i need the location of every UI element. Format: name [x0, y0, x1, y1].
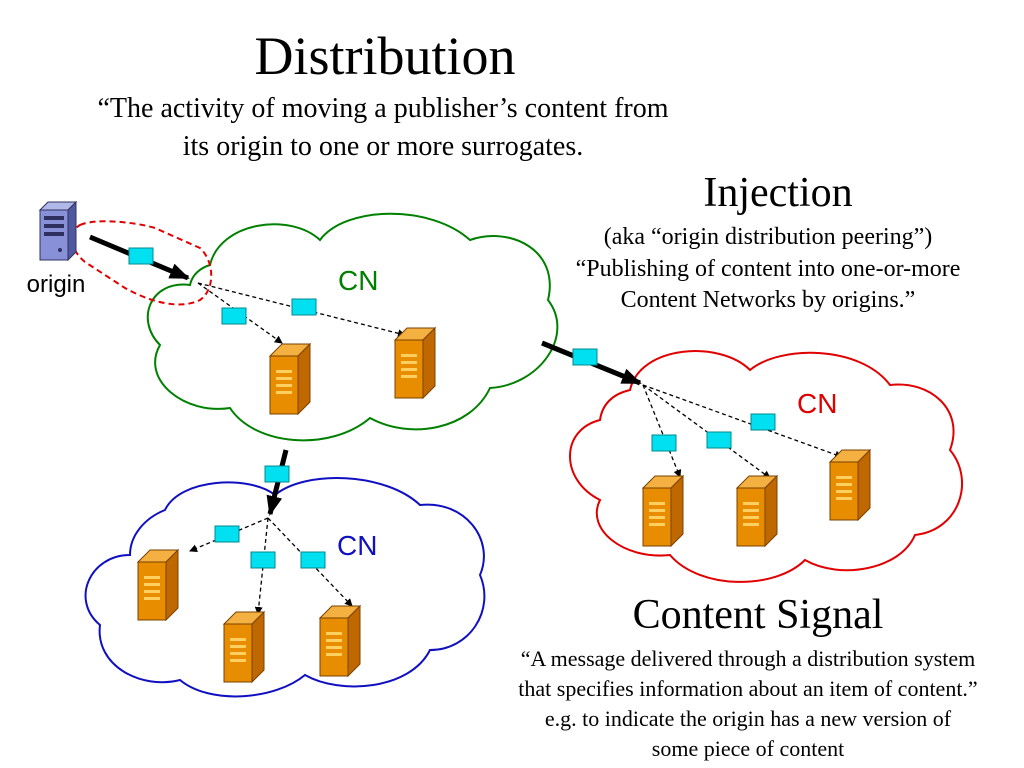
- content-signal-definition-line1: “A message delivered through a distribut…: [521, 646, 976, 671]
- cn-label-blue: CN: [337, 530, 377, 561]
- surrogate-server-icon: [829, 449, 871, 521]
- surrogate-server-icon: [269, 343, 311, 415]
- injection-definition-line2: Content Networks by origins.”: [621, 287, 916, 313]
- surrogate-server-icon: [137, 549, 179, 621]
- content-signal-example-line1: e.g. to indicate the origin has a new ve…: [545, 706, 952, 731]
- signal-packet: [706, 431, 732, 449]
- injection-definition-line1: “Publishing of content into one-or-more: [576, 256, 961, 282]
- content-signal-title: Content Signal: [633, 592, 884, 638]
- distribution-definition-line2: its origin to one or more surrogates.: [183, 131, 583, 162]
- cn-label-red: CN: [797, 388, 837, 419]
- surrogate-server-icon: [319, 605, 361, 677]
- signal-packet: [264, 465, 290, 483]
- signal-packet: [214, 525, 240, 543]
- signal-packet: [250, 551, 276, 569]
- cloud-green: [146, 212, 559, 442]
- arrow-red-surrogate3: [642, 384, 843, 459]
- arrow-red-surrogate1: [642, 384, 682, 478]
- signal-packet: [572, 348, 598, 366]
- cloud-red: [569, 350, 964, 583]
- distribution-title: Distribution: [254, 26, 515, 86]
- surrogate-server-icon: [394, 327, 436, 399]
- origin-label: origin: [27, 271, 86, 298]
- arrow-blue-surrogate3: [267, 517, 353, 607]
- injection-aka: (aka “origin distribution peering”): [604, 224, 933, 250]
- distribution-definition-line1: “The activity of moving a publisher’s co…: [97, 93, 668, 124]
- arrow-blue-surrogate2: [254, 517, 269, 615]
- signal-packet: [651, 434, 677, 452]
- signal-packet: [291, 298, 317, 316]
- server-icon: [38, 200, 78, 262]
- signal-packet: [750, 413, 776, 431]
- cn-label-green: CN: [338, 265, 378, 296]
- signal-packet: [221, 307, 247, 325]
- surrogate-server-icon: [642, 475, 684, 547]
- signal-packet: [128, 247, 154, 265]
- surrogate-server-icon: [223, 611, 265, 683]
- injection-highlight: [71, 220, 213, 306]
- signal-packet: [300, 551, 326, 569]
- cloud-blue: [84, 477, 486, 698]
- content-signal-definition-line2: that specifies information about an item…: [518, 676, 977, 701]
- surrogate-server-icon: [736, 475, 778, 547]
- injection-title: Injection: [703, 170, 852, 216]
- content-signal-example-line2: some piece of content: [652, 736, 844, 761]
